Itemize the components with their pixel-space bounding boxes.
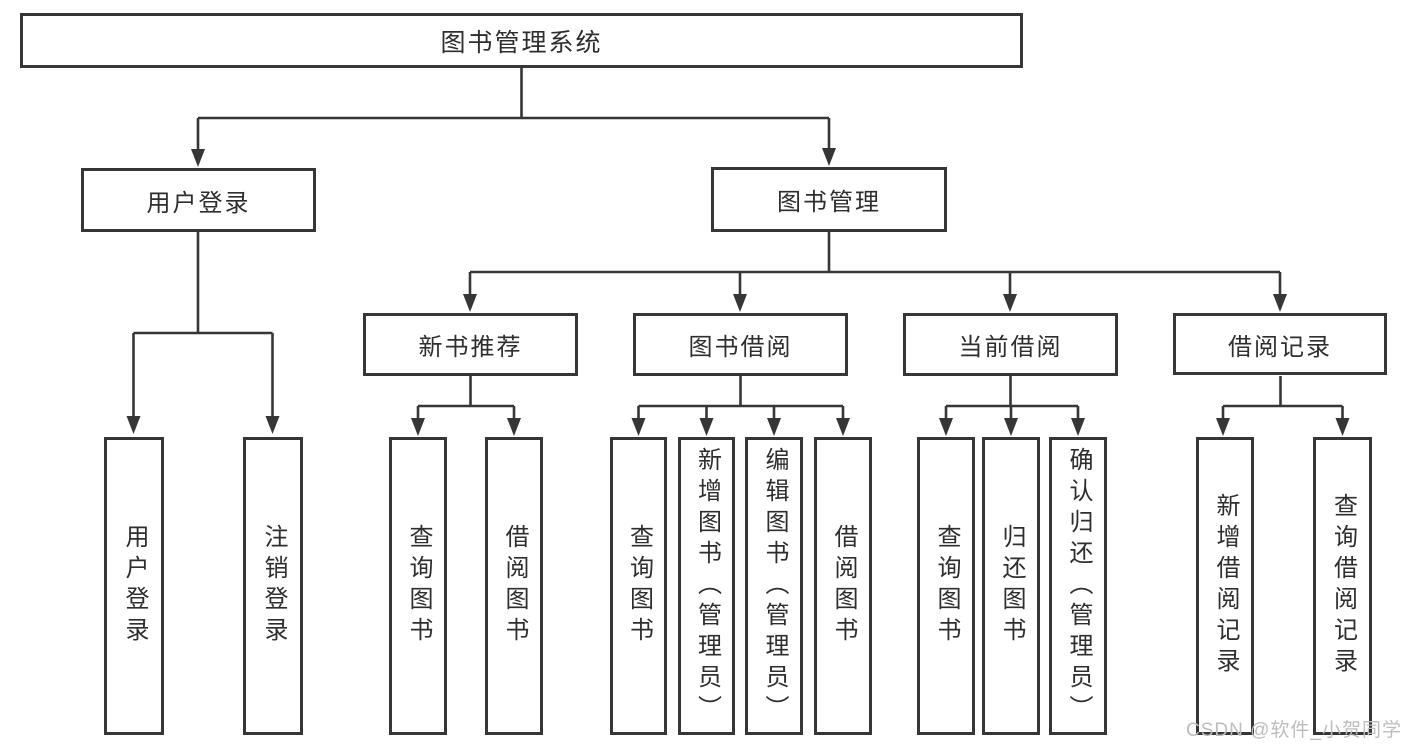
- leaf-query-books-3: 查询图书: [917, 437, 975, 735]
- node-current-borrowing: 当前借阅: [903, 313, 1118, 376]
- node-user-login: 用户登录: [81, 168, 316, 232]
- node-book-management-label: 图书管理: [777, 189, 881, 216]
- node-borrow-records-label: 借阅记录: [1228, 333, 1332, 361]
- leaf-add-books-admin: 新增图书（管理员）: [678, 437, 735, 735]
- leaf-edit-books-admin: 编辑图书（管理员）: [745, 437, 803, 735]
- leaf-logout-label: 注销登录: [260, 524, 287, 648]
- node-current-borrowing-label: 当前借阅: [958, 334, 1063, 361]
- leaf-query-books-2-label: 查询图书: [625, 524, 653, 648]
- leaf-add-borrow-record-label: 新增借阅记录: [1212, 493, 1239, 679]
- leaf-confirm-return-admin: 确认归还（管理员）: [1049, 437, 1107, 735]
- leaf-query-books-1-label: 查询图书: [405, 524, 432, 648]
- leaf-user-login-label: 用户登录: [121, 524, 148, 648]
- node-book-borrowing: 图书借阅: [633, 313, 848, 376]
- node-book-management: 图书管理: [711, 167, 947, 232]
- leaf-return-books-label: 归还图书: [998, 524, 1025, 648]
- leaf-user-login: 用户登录: [104, 437, 164, 735]
- leaf-logout: 注销登录: [243, 437, 303, 735]
- leaf-borrow-books-1-label: 借阅图书: [501, 524, 528, 648]
- leaf-borrow-books-2: 借阅图书: [814, 437, 872, 735]
- leaf-return-books: 归还图书: [982, 437, 1040, 735]
- leaf-query-borrow-record: 查询借阅记录: [1313, 437, 1372, 735]
- leaf-query-books-1: 查询图书: [389, 437, 447, 735]
- leaf-edit-books-admin-label: 编辑图书（管理员）: [761, 446, 788, 726]
- leaf-add-books-admin-label: 新增图书（管理员）: [693, 446, 721, 726]
- leaf-query-books-2: 查询图书: [610, 437, 667, 735]
- leaf-add-borrow-record: 新增借阅记录: [1196, 437, 1254, 735]
- leaf-query-borrow-record-label: 查询借阅记录: [1329, 493, 1357, 679]
- node-new-book-recommend-label: 新书推荐: [418, 334, 523, 361]
- node-book-borrowing-label: 图书借阅: [688, 334, 793, 361]
- leaf-borrow-books-1: 借阅图书: [485, 437, 543, 735]
- leaf-query-books-3-label: 查询图书: [933, 524, 960, 648]
- node-root-label: 图书管理系统: [440, 28, 603, 57]
- node-borrow-records: 借阅记录: [1173, 313, 1387, 375]
- arrowhead-icons: [126, 148, 1350, 436]
- node-new-book-recommend: 新书推荐: [363, 313, 578, 376]
- node-root-system: 图书管理系统: [20, 13, 1023, 68]
- node-user-login-label: 用户登录: [146, 189, 251, 217]
- leaf-borrow-books-2-label: 借阅图书: [830, 524, 857, 648]
- leaf-confirm-return-admin-label: 确认归还（管理员）: [1065, 446, 1092, 726]
